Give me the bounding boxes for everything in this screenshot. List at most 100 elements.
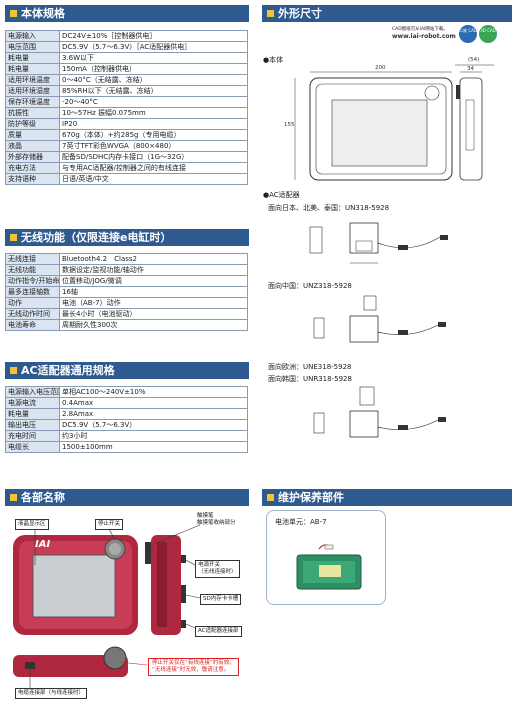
battery-icon — [296, 544, 362, 590]
spec-key: 适用环境温度 — [5, 74, 60, 86]
spec-value: 150mA（控制器供电） — [59, 63, 248, 75]
region-eu: 面向欧洲：UNE318-5928 — [268, 363, 352, 371]
spec-value: 约3小时 — [59, 430, 248, 442]
body-dimension-drawing — [294, 64, 494, 181]
pendant-bottom — [13, 655, 128, 677]
spec-key: 充电方法 — [5, 162, 60, 174]
cable-connector-callout: 电缆连接部（与线连接时） — [15, 688, 88, 699]
lcd-screen — [32, 554, 116, 618]
ac-connector-callout: AC适配器连接部 — [195, 626, 242, 637]
spec-key: 充电时间 — [5, 430, 60, 442]
spec-key: 动作指令/开始命令 — [5, 275, 60, 287]
spec-key: 液晶 — [5, 140, 60, 152]
battery-label: 电池单元：AB-7 — [275, 518, 327, 526]
pendant-illustration — [13, 524, 201, 692]
stop-switch-warning: 停止开关仅在“有线连接”时有效。“无线连接”时无效，敬请注意。 — [148, 658, 239, 676]
spec-key: 电源电流 — [5, 397, 60, 409]
spec-value: 配备SD/SDHC内存卡接口（1G～32G） — [59, 151, 248, 163]
spec-value: 0.4Amax — [59, 397, 248, 409]
stop-switch-callout: 停止开关 — [95, 519, 124, 530]
spec-row: 充电时间约3小时 — [5, 430, 248, 442]
spec-row: 电池寿命周期耐久性300次 — [5, 319, 248, 331]
spec-value: 位置移动/JOG/微调 — [59, 275, 248, 287]
adapter-drawing-eu-kr — [313, 386, 446, 438]
spec-value: 1500±100mm — [59, 441, 248, 453]
spec-key: 耗电量 — [5, 408, 60, 420]
spec-value: 周期耐久性300次 — [59, 319, 248, 331]
iai-logo: IAI — [35, 539, 51, 550]
cad-2d-badge[interactable]: 二维 CAD — [459, 25, 477, 43]
spec-value: DC24V±10%［控制器供电］ — [59, 30, 248, 42]
stylus-callout: 触摸笔触摸笔收纳部分 — [197, 513, 236, 526]
spec-row: 充电方法与专用AC适配器/控制器之间的有线连接 — [5, 162, 248, 174]
spec-key: 无线动作时间 — [5, 308, 60, 320]
spec-value: 10～57Hz 振幅0.075mm — [59, 107, 248, 119]
battery-card: 电池单元：AB-7 — [266, 510, 386, 605]
spec-value: 2.8Amax — [59, 408, 248, 420]
ac-adapter-label: ●AC适配器 — [263, 191, 300, 199]
spec-key: 电池寿命 — [5, 319, 60, 331]
spec-value: 电池（AB-7）动作 — [59, 297, 248, 309]
spec-row: 动作指令/开始命令位置移动/JOG/微调 — [5, 275, 248, 287]
website-url[interactable]: www.iai-robot.com — [392, 33, 456, 40]
spec-value: 670g（本体）+约285g（专用电缆） — [59, 129, 248, 141]
spec-value: DC5.9V（5.7～6.3V） — [59, 419, 248, 431]
spec-row: 保存环境温度-20～40°C — [5, 96, 248, 108]
spec-key: 防护等级 — [5, 118, 60, 130]
spec-value: 日语/英语/中文 — [59, 173, 248, 185]
spec-row: 无线功能数据设定/监视功能/轴动作 — [5, 264, 248, 276]
parts-section-header: 各部名称 — [5, 489, 249, 506]
spec-value: 16轴 — [59, 286, 248, 298]
spec-row: 外部存储器配备SD/SDHC内存卡接口（1G～32G） — [5, 151, 248, 163]
spec-section-header: 本体规格 — [5, 5, 249, 22]
spec-value: 与专用AC适配器/控制器之间的有线连接 — [59, 162, 248, 174]
power-switch-callout: 电源开关（无线连接时） — [195, 560, 240, 578]
maintenance-section-header: 维护保养部件 — [262, 489, 512, 506]
wireless-section-header: 无线功能（仅限连接e电缸时） — [5, 229, 249, 246]
spec-key: 支持语种 — [5, 173, 60, 185]
spec-key: 无线功能 — [5, 264, 60, 276]
spec-key: 质量 — [5, 129, 60, 141]
lcd-callout: 液晶显示区 — [15, 519, 49, 530]
spec-key: 电源输入电压范围 — [5, 386, 60, 398]
outline-drawing: 200 155 (54) 34 — [262, 57, 512, 190]
spec-key: 电源输入 — [5, 30, 60, 42]
spec-row: 支持语种日语/英语/中文 — [5, 173, 248, 185]
stylus-icon — [145, 542, 151, 564]
spec-value: Bluetooth4.2 Class2 — [59, 253, 248, 265]
region-cn: 面向中国：UNZ318-5928 — [268, 282, 352, 290]
spec-value: 7英寸TFT彩色WVGA（800×480） — [59, 140, 248, 152]
spec-value: -20～40°C — [59, 96, 248, 108]
spec-row: 无线动作时间最长4小时（电池驱动） — [5, 308, 248, 320]
spec-key: 电压范围 — [5, 41, 60, 53]
adapter-drawing-jp — [309, 222, 448, 264]
spec-value: 数据设定/监视功能/轴动作 — [59, 264, 248, 276]
spec-value: 85%RH以下（无结露、冻结） — [59, 85, 248, 97]
spec-key: 最多连接轴数 — [5, 286, 60, 298]
cad-note: CAD图纸可从IAI网站下载。 — [392, 27, 448, 32]
spec-row: 电源输入电压范围单相AC100～240V±10% — [5, 386, 248, 398]
outline-section-header: 外形尺寸 — [262, 5, 512, 22]
spec-key: 电缆长 — [5, 441, 60, 453]
cad-3d-badge[interactable]: 3D CAD — [479, 25, 497, 43]
body-label: ●本体 — [263, 56, 284, 64]
spec-value: IP20 — [59, 118, 248, 130]
dim-depth: (54) — [468, 57, 480, 63]
spec-row: 动作电池（AB-7）动作 — [5, 297, 248, 309]
